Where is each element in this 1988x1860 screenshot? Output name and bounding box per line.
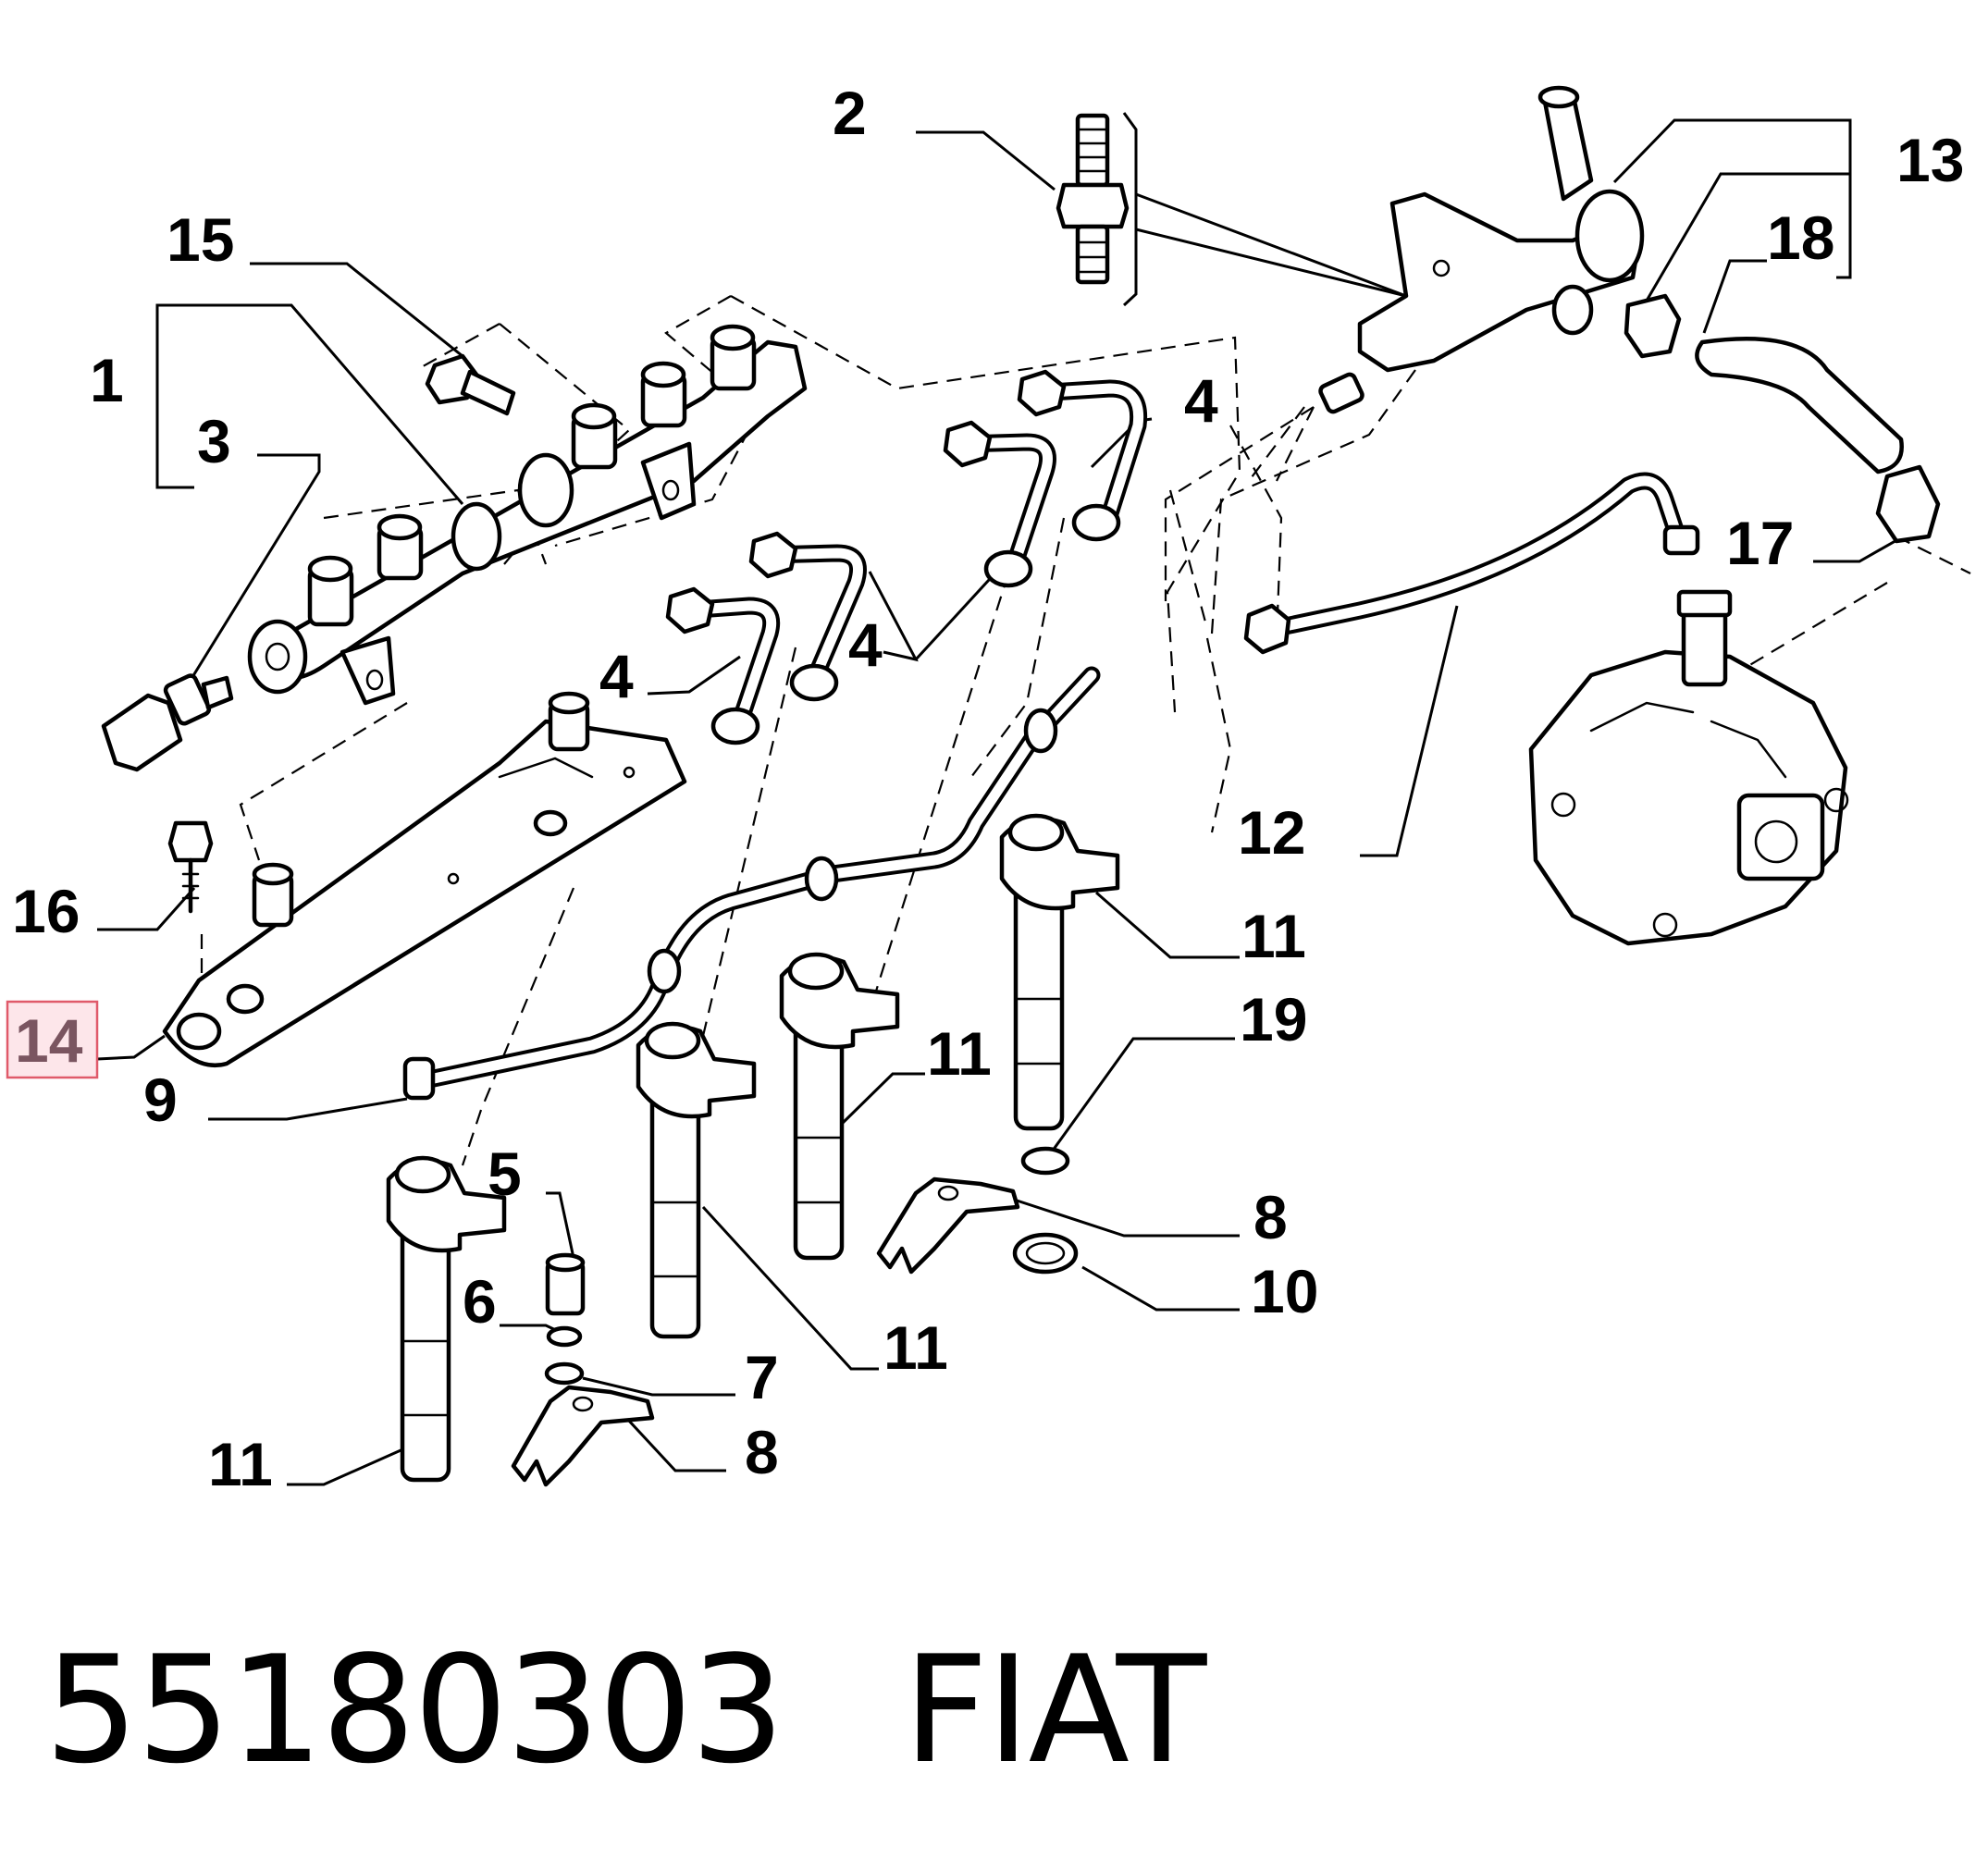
injector-part-11-c (636, 1021, 757, 1339)
clamp-part-8-right (876, 1176, 1020, 1275)
o-ring-part-6 (546, 1325, 583, 1348)
callout-14-highlight (6, 1000, 99, 1079)
callout-2[interactable]: 2 (833, 79, 867, 147)
callout-labels: 1 2 3 4 4 4 5 6 7 8 8 9 10 11 11 11 11 1… (12, 79, 1964, 1498)
callout-3[interactable]: 3 (197, 407, 231, 475)
brand-name: FIAT (903, 1623, 1206, 1796)
callout-6[interactable]: 6 (463, 1267, 497, 1336)
callout-18[interactable]: 18 (1767, 203, 1834, 272)
callout-9[interactable]: 9 (143, 1065, 178, 1134)
injector-part-11-b (779, 952, 900, 1261)
high-pressure-pump (1528, 589, 1849, 946)
callout-7[interactable]: 7 (745, 1343, 779, 1411)
washer-part-7 (544, 1361, 585, 1386)
callout-13[interactable]: 13 (1896, 126, 1964, 194)
callout-5[interactable]: 5 (488, 1139, 522, 1208)
callout-8a[interactable]: 8 (1253, 1183, 1288, 1251)
hose-part-18 (1624, 293, 1941, 544)
return-line-part-12 (1243, 472, 1700, 655)
callout-11c[interactable]: 11 (883, 1313, 948, 1382)
callout-12[interactable]: 12 (1238, 798, 1305, 867)
callout-1[interactable]: 1 (90, 346, 124, 414)
stud-bolt-part-2 (1056, 113, 1130, 285)
callout-4a[interactable]: 4 (1184, 366, 1218, 435)
pressure-sensor-part-3 (101, 673, 234, 772)
callout-19[interactable]: 19 (1240, 985, 1307, 1053)
injector-part-11-a (999, 813, 1120, 1131)
callout-17[interactable]: 17 (1726, 509, 1794, 577)
leader-lines (96, 112, 1920, 1486)
callout-10[interactable]: 10 (1251, 1257, 1318, 1325)
high-pressure-lines-part-4 (665, 369, 1148, 745)
callout-16[interactable]: 16 (12, 877, 80, 945)
callout-4c[interactable]: 4 (599, 642, 634, 710)
return-fitting-part-13 (1318, 85, 1645, 414)
callout-4b[interactable]: 4 (848, 610, 883, 679)
leak-off-pipe-part-9 (402, 666, 1101, 1101)
screw-part-16 (167, 820, 214, 914)
rail-cover-part-14 (162, 691, 687, 1068)
callout-11b[interactable]: 11 (927, 1019, 992, 1088)
washer-part-19 (1020, 1146, 1070, 1176)
seal-washer-part-10 (1012, 1232, 1079, 1275)
callout-11d[interactable]: 11 (208, 1430, 273, 1498)
callout-8b[interactable]: 8 (745, 1418, 779, 1486)
fuel-rail-part-1 (247, 324, 808, 706)
sleeve-part-5 (545, 1252, 586, 1316)
part-number: 55180303 (44, 1623, 784, 1796)
callout-14[interactable]: 14 (15, 1006, 83, 1075)
callout-15[interactable]: 15 (167, 205, 234, 274)
clamp-part-8-left (511, 1385, 655, 1487)
part-number-footer: 55180303 FIAT (44, 1623, 1325, 1796)
callout-11a[interactable]: 11 (1241, 902, 1306, 970)
injector-part-11-d (386, 1155, 507, 1483)
bolt-part-15 (425, 353, 516, 416)
